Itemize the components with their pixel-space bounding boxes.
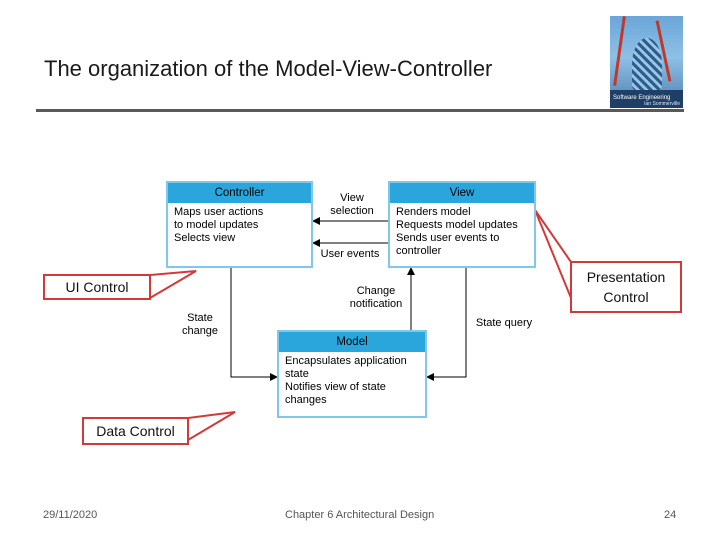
state-change-label: State change (176, 312, 224, 338)
callout-line: Control (603, 289, 649, 305)
view-box: View Renders model Requests model update… (388, 181, 536, 268)
label-line: notification (349, 298, 403, 310)
state-change-arrow (230, 268, 278, 381)
view-line: controller (396, 245, 442, 257)
ui-control-callout: UI Control (43, 274, 151, 300)
view-description: Renders model Requests model updates Sen… (390, 203, 534, 261)
label-line: Change (356, 285, 396, 297)
presentation-control-pointer (534, 209, 572, 299)
model-description: Encapsulates application state Notifies … (279, 352, 425, 410)
user-events-label: User events (320, 248, 380, 260)
change-notification-label: Change notification (341, 285, 411, 311)
data-control-callout: Data Control (82, 417, 189, 445)
label-line: State (187, 312, 213, 324)
view-header: View (390, 183, 534, 203)
model-header: Model (279, 332, 425, 352)
cover-band (610, 90, 683, 108)
controller-line: Maps user actions (174, 206, 264, 218)
controller-header: Controller (168, 183, 311, 203)
title-divider (36, 109, 684, 112)
data-control-pointer (187, 411, 236, 442)
label-line: View (340, 192, 364, 204)
view-line: Sends user events to (396, 232, 500, 244)
callout-line: Presentation (586, 269, 666, 285)
model-line: changes (285, 394, 327, 406)
controller-description: Maps user actions to model updates Selec… (168, 203, 311, 248)
view-line: Requests model updates (396, 219, 518, 231)
footer-date: 29/11/2020 (43, 509, 98, 521)
label-line: selection (330, 205, 374, 217)
view-selection-label: View selection (322, 192, 382, 218)
footer-page-number: 24 (664, 509, 677, 521)
controller-line: Selects view (174, 232, 236, 244)
book-cover-image: Software Engineering Ian Sommerville (610, 16, 683, 108)
slide-title: The organization of the Model-View-Contr… (44, 56, 493, 81)
model-line: state (285, 368, 309, 380)
model-box: Model Encapsulates application state Not… (277, 330, 427, 418)
controller-line: to model updates (174, 219, 259, 231)
view-line: Renders model (396, 206, 471, 218)
tower-shape (632, 38, 662, 90)
cover-author: Ian Sommerville (644, 101, 680, 107)
presentation-control-callout: Presentation Control (570, 261, 682, 313)
label-line: change (181, 325, 219, 337)
controller-box: Controller Maps user actions to model up… (166, 181, 313, 268)
model-line: Notifies view of state (285, 381, 386, 393)
model-line: Encapsulates application (285, 355, 407, 367)
footer-chapter: Chapter 6 Architectural Design (285, 509, 435, 521)
cover-title: Software Engineering (613, 95, 671, 101)
state-query-label: State query (475, 317, 533, 329)
ui-control-pointer (149, 270, 197, 300)
state-query-arrow (426, 268, 467, 381)
